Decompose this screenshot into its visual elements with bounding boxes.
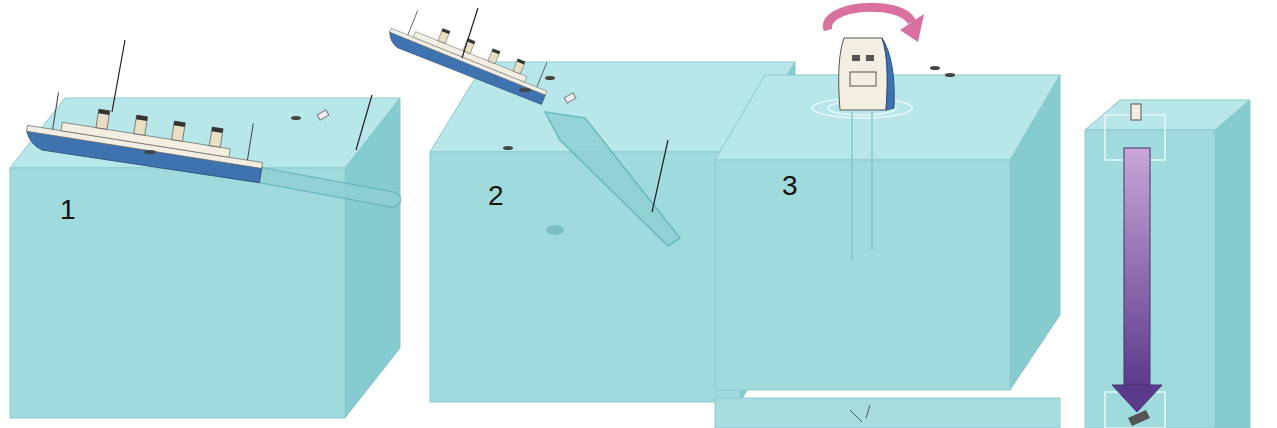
water-cube [715, 75, 1060, 428]
callout-number: 1 [60, 196, 76, 224]
debris [144, 150, 156, 154]
cube-side [345, 98, 400, 418]
ship-stern-raised [385, 4, 557, 106]
descent-arrow [1112, 148, 1162, 412]
ripples [812, 98, 912, 260]
rotation-arrow [827, 7, 924, 42]
column-front [1085, 130, 1215, 428]
column-side [1215, 100, 1250, 428]
debris [291, 116, 301, 120]
debris [945, 73, 955, 77]
stern-vertical [839, 38, 895, 110]
leader-line [356, 95, 372, 150]
leader-line [652, 140, 668, 212]
ship-tilting [24, 88, 409, 208]
debris [519, 88, 531, 92]
debris [317, 110, 329, 120]
wreck-mark [850, 405, 870, 422]
callout-number: 2 [488, 182, 504, 210]
leader-line [112, 40, 125, 112]
debris [546, 225, 564, 235]
debris [503, 146, 513, 150]
ship-hull [385, 4, 557, 106]
cube-front [715, 160, 1010, 390]
sinking-bow [545, 112, 680, 246]
debris [930, 66, 940, 70]
cube-side [1010, 75, 1060, 390]
cube-front [10, 168, 345, 418]
stern-piece [1128, 410, 1150, 426]
submerged-bow [259, 168, 403, 209]
callout-number: 3 [782, 172, 798, 200]
debris [545, 76, 555, 80]
stern-piece [1131, 104, 1141, 120]
water-column [1085, 100, 1250, 428]
ship-hull [24, 88, 268, 184]
cube-lower [715, 398, 1060, 428]
cube-front [430, 152, 740, 402]
leader-line [462, 8, 478, 58]
debris [564, 93, 576, 103]
